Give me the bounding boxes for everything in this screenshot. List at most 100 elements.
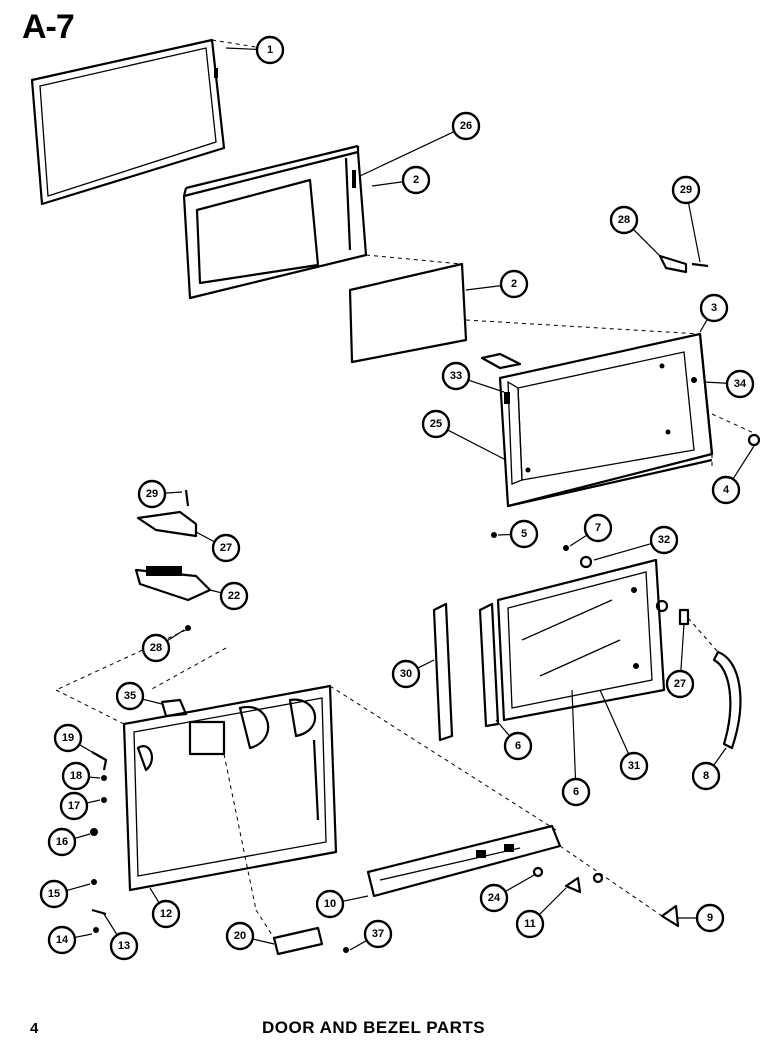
callout-leader — [342, 895, 369, 902]
callout-leader — [166, 629, 185, 642]
callout-leader — [632, 228, 663, 259]
callout-leader — [149, 887, 160, 904]
callout-leader — [713, 747, 727, 766]
callout-leader — [103, 913, 118, 936]
callout-leader — [66, 883, 91, 892]
callout-label: 26 — [460, 120, 472, 132]
callout-34: 34 — [703, 369, 755, 399]
callout-circle — [509, 519, 539, 549]
small-screw-2 — [563, 545, 569, 551]
bottom-screw — [343, 947, 349, 953]
callout-circle — [699, 293, 729, 323]
callout-29: 29 — [671, 175, 701, 263]
callout-circle — [515, 909, 545, 939]
callout-27: 27 — [665, 623, 695, 699]
door-frame-assembly — [480, 332, 714, 508]
outer-door-frame — [30, 38, 226, 206]
side-trim-strip — [432, 602, 454, 742]
callout-label: 3 — [711, 302, 717, 314]
callout-6: 6 — [495, 719, 533, 761]
callout-leader — [142, 698, 163, 705]
callout-label: 31 — [628, 760, 640, 772]
callout-label: 11 — [524, 918, 536, 930]
callout-label: 22 — [228, 590, 240, 602]
callout-leader — [252, 938, 275, 945]
callout-15: 15 — [39, 879, 91, 909]
callout-label: 18 — [70, 770, 82, 782]
callout-leader — [497, 533, 512, 536]
callout-circle — [137, 479, 167, 509]
callout-circle — [421, 409, 451, 439]
hinge-clip — [678, 608, 690, 626]
control-panel-bezel — [122, 684, 338, 892]
callout-leader — [417, 659, 435, 669]
callout-label: 10 — [324, 898, 336, 910]
callout-label: 37 — [372, 928, 384, 940]
callout-circle — [479, 883, 509, 913]
callout-label: 25 — [430, 418, 442, 430]
callout-leader — [593, 542, 652, 561]
callout-circle — [619, 751, 649, 781]
callout-label: 34 — [734, 378, 747, 390]
callout-circle — [583, 513, 613, 543]
callout-leader — [468, 379, 505, 393]
callout-circle — [671, 175, 701, 205]
callout-label: 14 — [56, 934, 69, 946]
callout-circle — [109, 931, 139, 961]
callout-label: 28 — [150, 642, 162, 654]
small-hardware — [90, 751, 108, 933]
spring-washer — [532, 866, 544, 878]
callout-circle — [451, 111, 481, 141]
inner-door-frame — [182, 144, 368, 300]
callout-33: 33 — [441, 361, 505, 393]
glass-panel — [348, 262, 468, 364]
callout-circle — [441, 361, 471, 391]
callout-circle — [609, 205, 639, 235]
callout-37: 37 — [349, 919, 393, 951]
callout-leader — [86, 799, 101, 804]
callout-leader — [703, 381, 728, 384]
callout-leader — [359, 131, 455, 177]
callout-22: 22 — [209, 581, 249, 611]
callout-label: 29 — [146, 488, 158, 500]
callout-circle — [115, 681, 145, 711]
callout-circle — [255, 35, 285, 65]
washer-upper — [579, 555, 593, 569]
callout-2: 2 — [371, 165, 431, 195]
small-screw — [491, 532, 497, 538]
callout-circle — [225, 921, 255, 951]
callout-circle — [401, 165, 431, 195]
callout-13: 13 — [103, 913, 139, 961]
callout-label: 27 — [220, 542, 232, 554]
callout-label: 4 — [723, 484, 730, 496]
callout-circle — [649, 525, 679, 555]
washer-lower — [655, 599, 669, 613]
callout-leader — [88, 776, 101, 779]
callout-25: 25 — [421, 409, 507, 461]
callout-circle — [561, 777, 591, 807]
alignment-lines — [55, 39, 757, 939]
nut-small — [592, 872, 604, 884]
callout-circle — [61, 761, 91, 791]
bottom-plate — [272, 926, 324, 956]
callout-label: 30 — [400, 668, 412, 680]
callout-leader — [680, 623, 685, 672]
callout-label: 12 — [160, 908, 172, 920]
callout-leader — [465, 285, 502, 291]
callout-leader — [195, 531, 215, 543]
callout-label: 7 — [595, 522, 601, 534]
callout-16: 16 — [47, 827, 91, 857]
callout-leader — [349, 939, 368, 951]
callout-4: 4 — [711, 445, 755, 505]
door-window-panel — [496, 558, 666, 722]
callout-circle — [665, 669, 695, 699]
callout-label: 32 — [658, 534, 670, 546]
callout-24: 24 — [479, 873, 537, 913]
callout-circle — [363, 919, 393, 949]
callout-6: 6 — [561, 689, 591, 807]
callout-circle — [59, 791, 89, 821]
callout-14: 14 — [47, 925, 93, 955]
callout-leader — [732, 445, 755, 480]
